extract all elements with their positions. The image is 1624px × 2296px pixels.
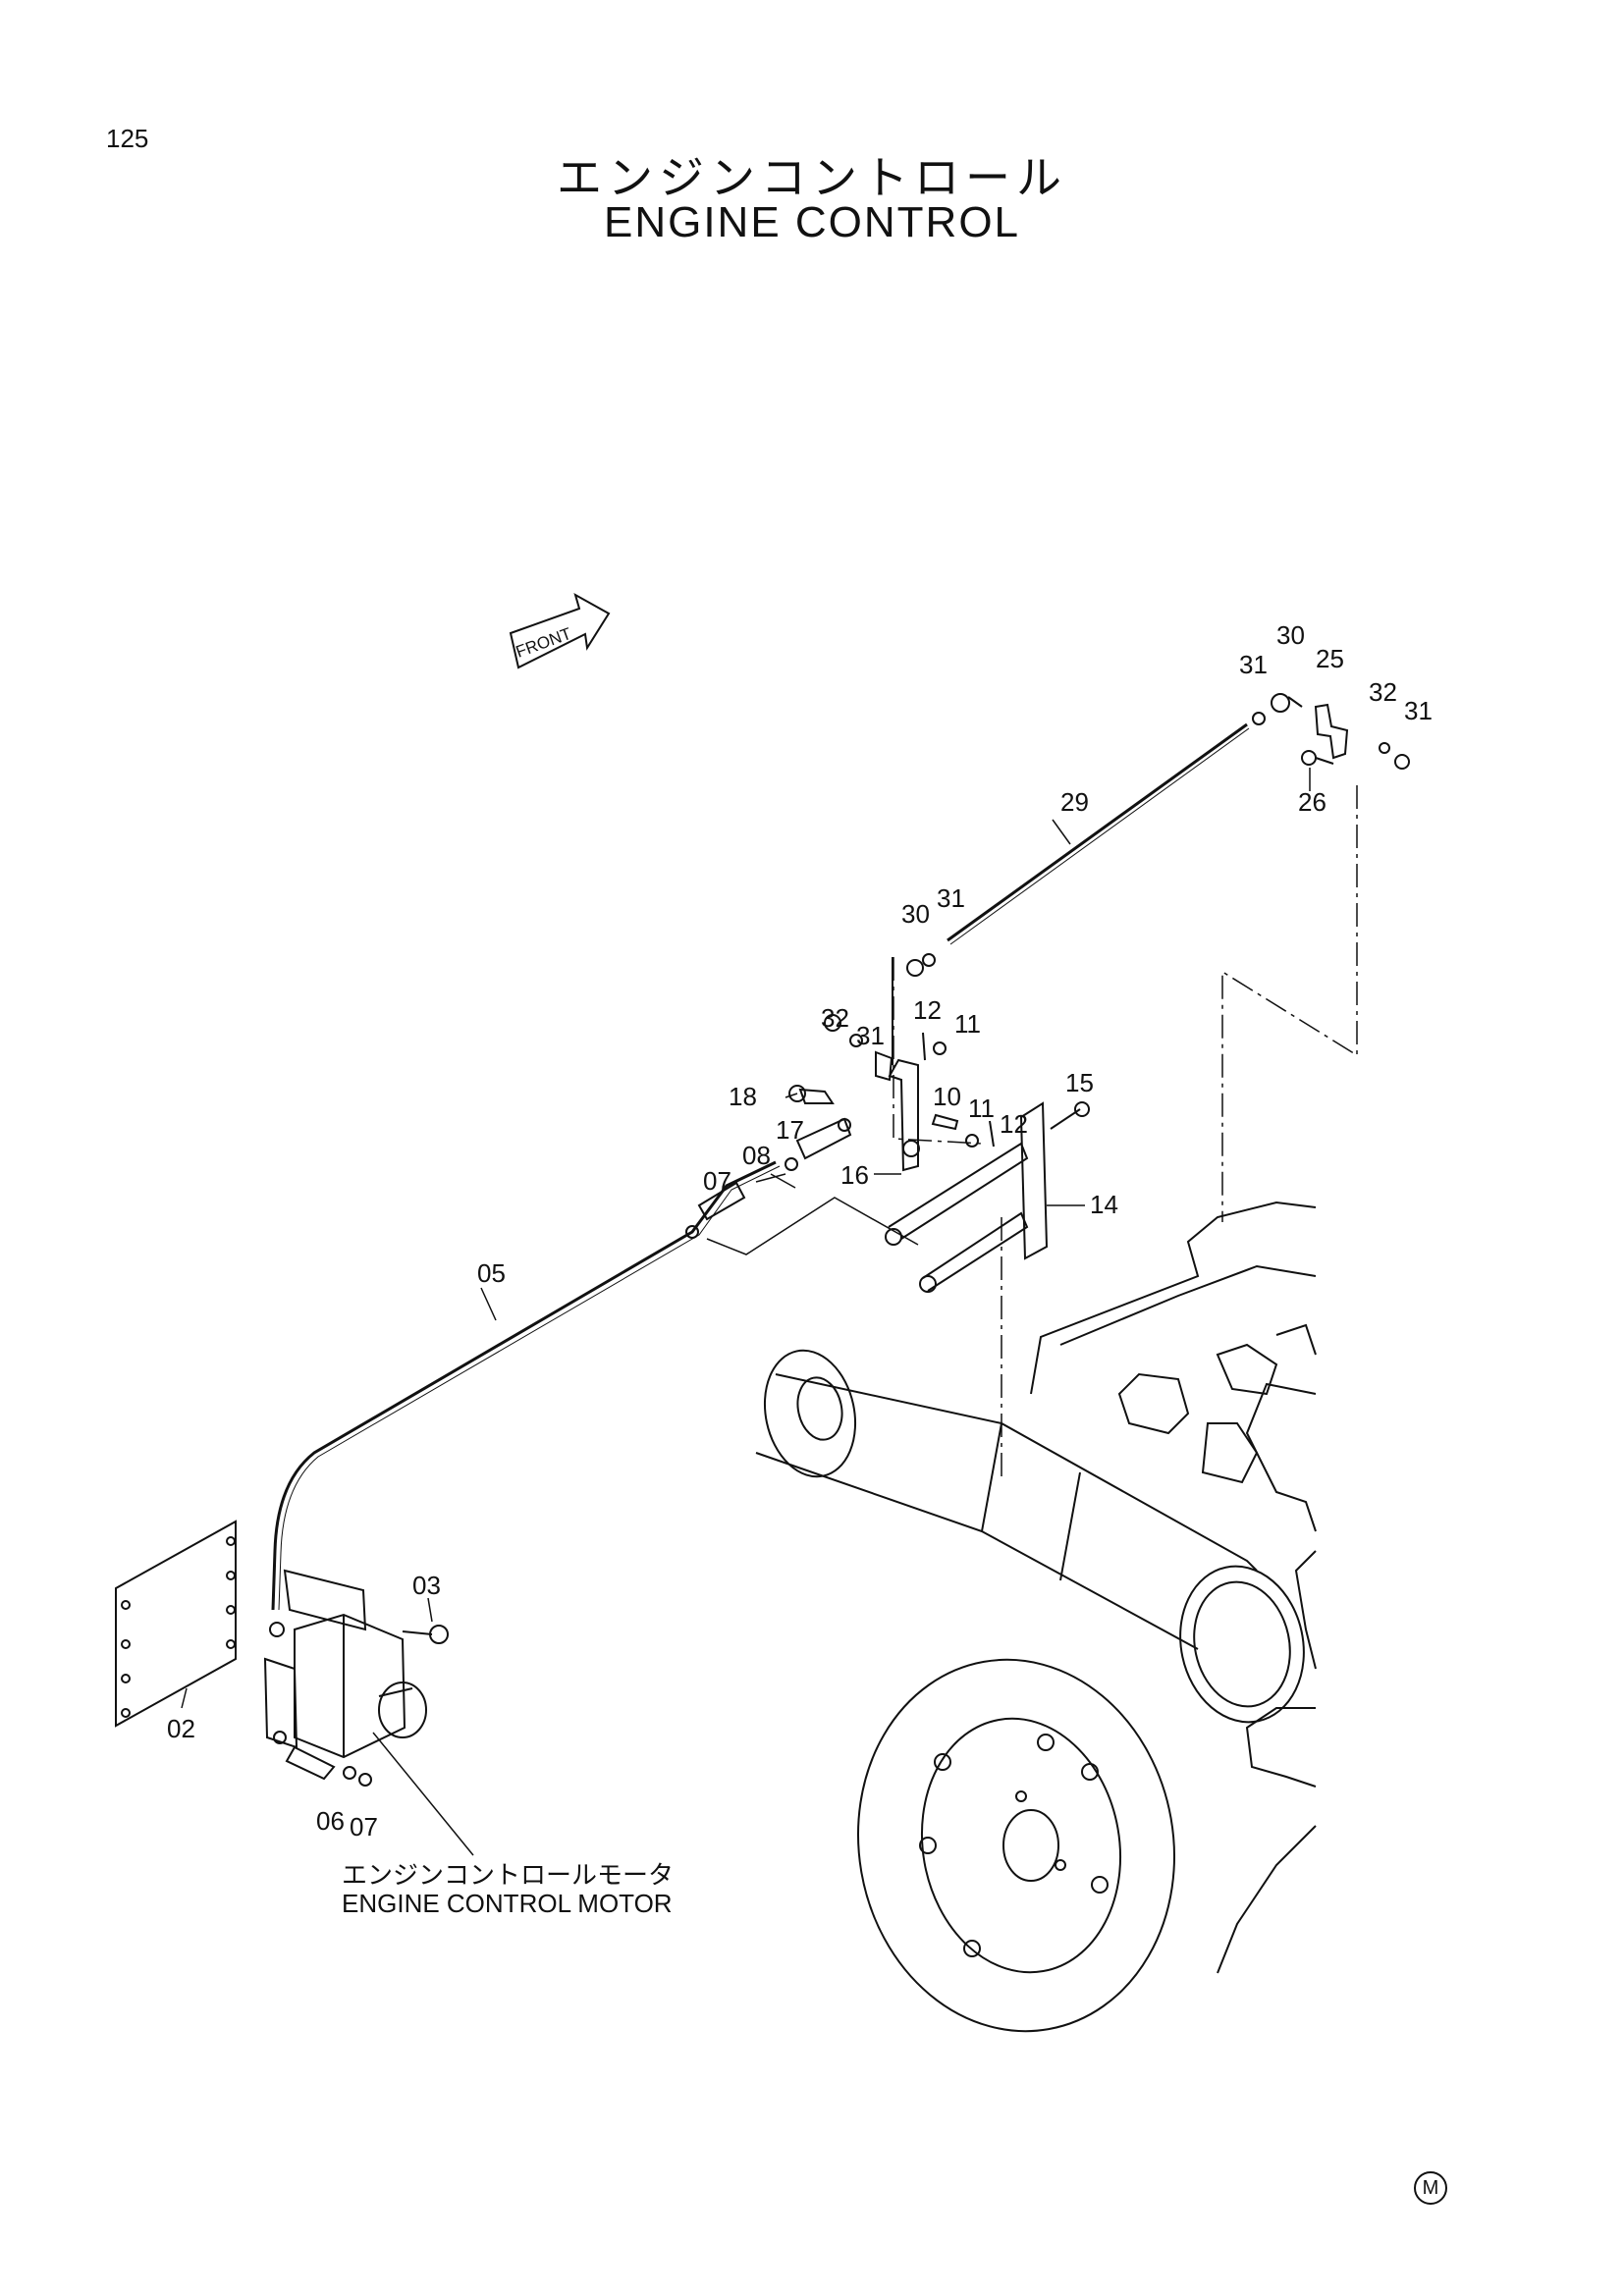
callout-02: 02	[167, 1714, 195, 1743]
callout-07: 07	[350, 1812, 378, 1842]
callout-18: 18	[729, 1082, 757, 1111]
lever-16	[875, 953, 936, 1172]
title-japanese: エンジンコントロール	[557, 151, 1067, 204]
callout-06: 06	[316, 1806, 345, 1836]
page-number: 125	[106, 124, 149, 153]
callout-12: 12	[913, 995, 942, 1025]
callout-29: 29	[1060, 787, 1089, 817]
callout-26: 26	[1298, 787, 1326, 817]
callout-07: 07	[703, 1166, 731, 1196]
callout-32: 32	[821, 1003, 849, 1033]
callout-30: 30	[1276, 620, 1305, 650]
title-english: ENGINE CONTROL	[603, 198, 1021, 246]
plate-02	[115, 1520, 237, 1728]
callout-10: 10	[933, 1082, 961, 1111]
callout-05: 05	[477, 1258, 506, 1288]
flywheel	[857, 1658, 1175, 2033]
callout-12: 12	[1000, 1109, 1028, 1139]
callout-labels: 30 31 25 32 31 26 29 30 31 32 31 12 11 1…	[167, 620, 1433, 1842]
callout-17: 17	[776, 1115, 804, 1145]
callout-11: 11	[968, 1094, 995, 1123]
lever-fasteners	[788, 1014, 1090, 1148]
callout-31: 31	[1239, 650, 1268, 679]
callout-32: 32	[1369, 677, 1397, 707]
bracket-14	[885, 1101, 1049, 1293]
callout-30: 30	[901, 899, 930, 929]
engine-outline	[1030, 1201, 1317, 1974]
front-arrow-icon	[509, 592, 611, 669]
callout-03: 03	[412, 1571, 441, 1600]
rod-29	[947, 722, 1250, 945]
muffler	[755, 1349, 1305, 1724]
engine-control-motor	[263, 1569, 474, 1856]
corner-mark: M	[1414, 2171, 1447, 2205]
motor-label-japanese: エンジンコントロールモータ	[342, 1860, 675, 1890]
cable-05	[271, 1160, 781, 1611]
callout-25: 25	[1316, 644, 1344, 673]
callout-31: 31	[937, 883, 965, 913]
callout-15: 15	[1065, 1068, 1094, 1097]
spring-08	[785, 1117, 852, 1171]
callout-16: 16	[840, 1160, 869, 1190]
leader-lines	[181, 768, 1311, 1709]
callout-08: 08	[742, 1141, 771, 1170]
callout-31: 31	[856, 1021, 885, 1050]
callout-11: 11	[954, 1009, 981, 1039]
callout-14: 14	[1090, 1190, 1118, 1219]
upper-bracket-25	[1252, 693, 1410, 770]
motor-label-english: ENGINE CONTROL MOTOR	[342, 1889, 673, 1918]
callout-31: 31	[1404, 696, 1433, 725]
